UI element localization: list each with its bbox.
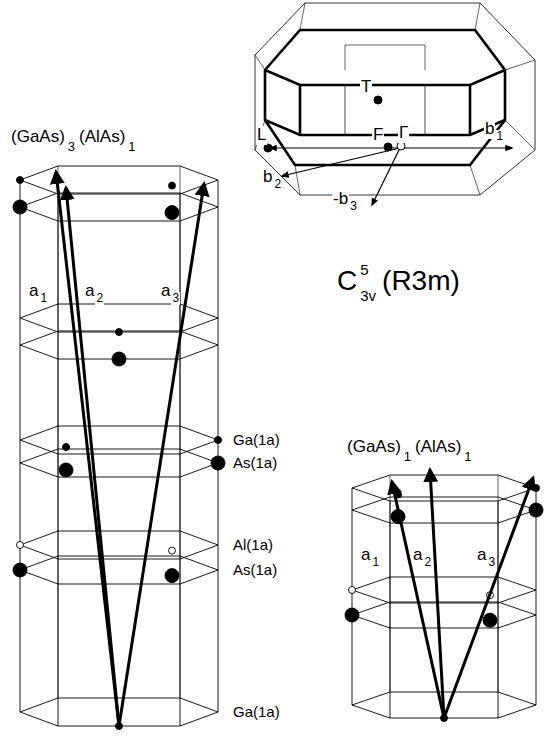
atomic-plane	[20, 531, 218, 559]
as-atom	[165, 569, 179, 583]
vector-label: a	[476, 546, 487, 565]
as-atom	[211, 456, 225, 470]
lattice-vector	[66, 188, 119, 726]
prism-edge	[498, 475, 499, 692]
ga-atom	[533, 485, 540, 492]
structure-name: (GaAs)	[10, 128, 66, 147]
plane-label: As(1a)	[232, 455, 278, 472]
prism-edge	[352, 488, 353, 705]
point-label: F	[372, 126, 384, 145]
atomic-plane	[20, 166, 218, 194]
lattice-vector	[430, 470, 444, 718]
structure-name: (AlAs)	[78, 128, 126, 147]
subscript: 2	[95, 292, 104, 305]
subscript: 1	[403, 450, 412, 464]
prism-edge	[218, 180, 219, 712]
vector-label: a	[160, 282, 171, 301]
prism-edge	[20, 180, 21, 712]
al-atom	[349, 587, 356, 594]
as-atom	[345, 608, 359, 622]
symmetry-point	[264, 144, 272, 152]
as-atom	[13, 563, 27, 577]
zone-face	[265, 70, 505, 135]
ga-atom	[63, 444, 70, 451]
zone-face	[265, 30, 505, 165]
atomic-plane	[20, 193, 218, 221]
al-atom	[169, 547, 176, 554]
vector-label: a	[84, 282, 95, 301]
structure-name: (GaAs)	[346, 438, 402, 457]
space-group: (R3m)	[381, 266, 461, 297]
ga-atom	[116, 329, 123, 336]
lattice-vector	[119, 184, 204, 726]
atomic-plane	[352, 497, 536, 523]
lattice-vector	[56, 172, 119, 726]
as-atom	[59, 463, 73, 477]
point-label: L	[256, 126, 267, 145]
prism-edge	[58, 166, 59, 698]
zone-edge	[345, 85, 425, 135]
reciprocal-vector	[400, 147, 512, 148]
vector-label: -b	[332, 190, 349, 209]
plane-label: Ga(1a)	[232, 432, 281, 449]
subscript: 1	[127, 140, 136, 154]
point-label: Γ	[398, 124, 409, 143]
atomic-plane	[352, 602, 536, 628]
prism-edge	[536, 488, 537, 705]
plane-label: Al(1a)	[232, 537, 274, 554]
subscript: 1	[371, 556, 380, 569]
reciprocal-vector	[282, 148, 400, 176]
subscript: 3	[349, 200, 358, 213]
subscript: 1	[495, 130, 504, 143]
subscript: 1	[463, 450, 472, 464]
as-atom	[112, 352, 126, 366]
vector-label: b	[484, 120, 495, 139]
subscript: 1	[39, 292, 48, 305]
zone-edge	[255, 3, 535, 195]
reciprocal-vector	[270, 147, 400, 148]
subscript: 3	[67, 140, 76, 154]
prism-edge	[180, 166, 181, 698]
subscript: 3	[487, 556, 496, 569]
ga-atom	[215, 437, 222, 444]
subscript: 2	[423, 556, 432, 569]
symmetry-point	[374, 96, 382, 104]
subscript: 3v	[359, 288, 377, 305]
structure-name: (AlAs)	[414, 438, 462, 457]
ga-atom	[169, 182, 176, 189]
zone-outline	[255, 3, 535, 195]
atomic-plane	[352, 577, 536, 603]
reciprocal-vector	[372, 148, 400, 205]
as-atom	[13, 200, 27, 214]
plane-label: As(1a)	[232, 562, 278, 579]
symmetry-point	[397, 142, 405, 150]
atomic-plane	[20, 426, 218, 454]
vector-label: a	[360, 546, 371, 565]
plane-label: Ga(1a)	[232, 704, 281, 721]
point-label: T	[360, 78, 372, 97]
as-atom	[483, 613, 497, 627]
as-atom	[529, 503, 543, 517]
subscript: 2	[273, 178, 282, 191]
al-atom	[17, 542, 24, 549]
space-group: C	[336, 266, 358, 297]
superscript: 5	[359, 262, 369, 279]
symmetry-point	[384, 143, 392, 151]
zone-edge	[345, 45, 425, 70]
atomic-plane	[20, 556, 218, 584]
subscript: 3	[171, 292, 180, 305]
vector-label: a	[28, 282, 39, 301]
ga-atom	[17, 177, 24, 184]
vector-label: a	[412, 546, 423, 565]
vector-label: b	[262, 168, 273, 187]
atomic-plane	[20, 449, 218, 477]
atomic-plane	[20, 304, 218, 332]
prism-edge	[390, 475, 391, 692]
as-atom	[165, 206, 179, 220]
lattice-vector	[444, 478, 533, 718]
